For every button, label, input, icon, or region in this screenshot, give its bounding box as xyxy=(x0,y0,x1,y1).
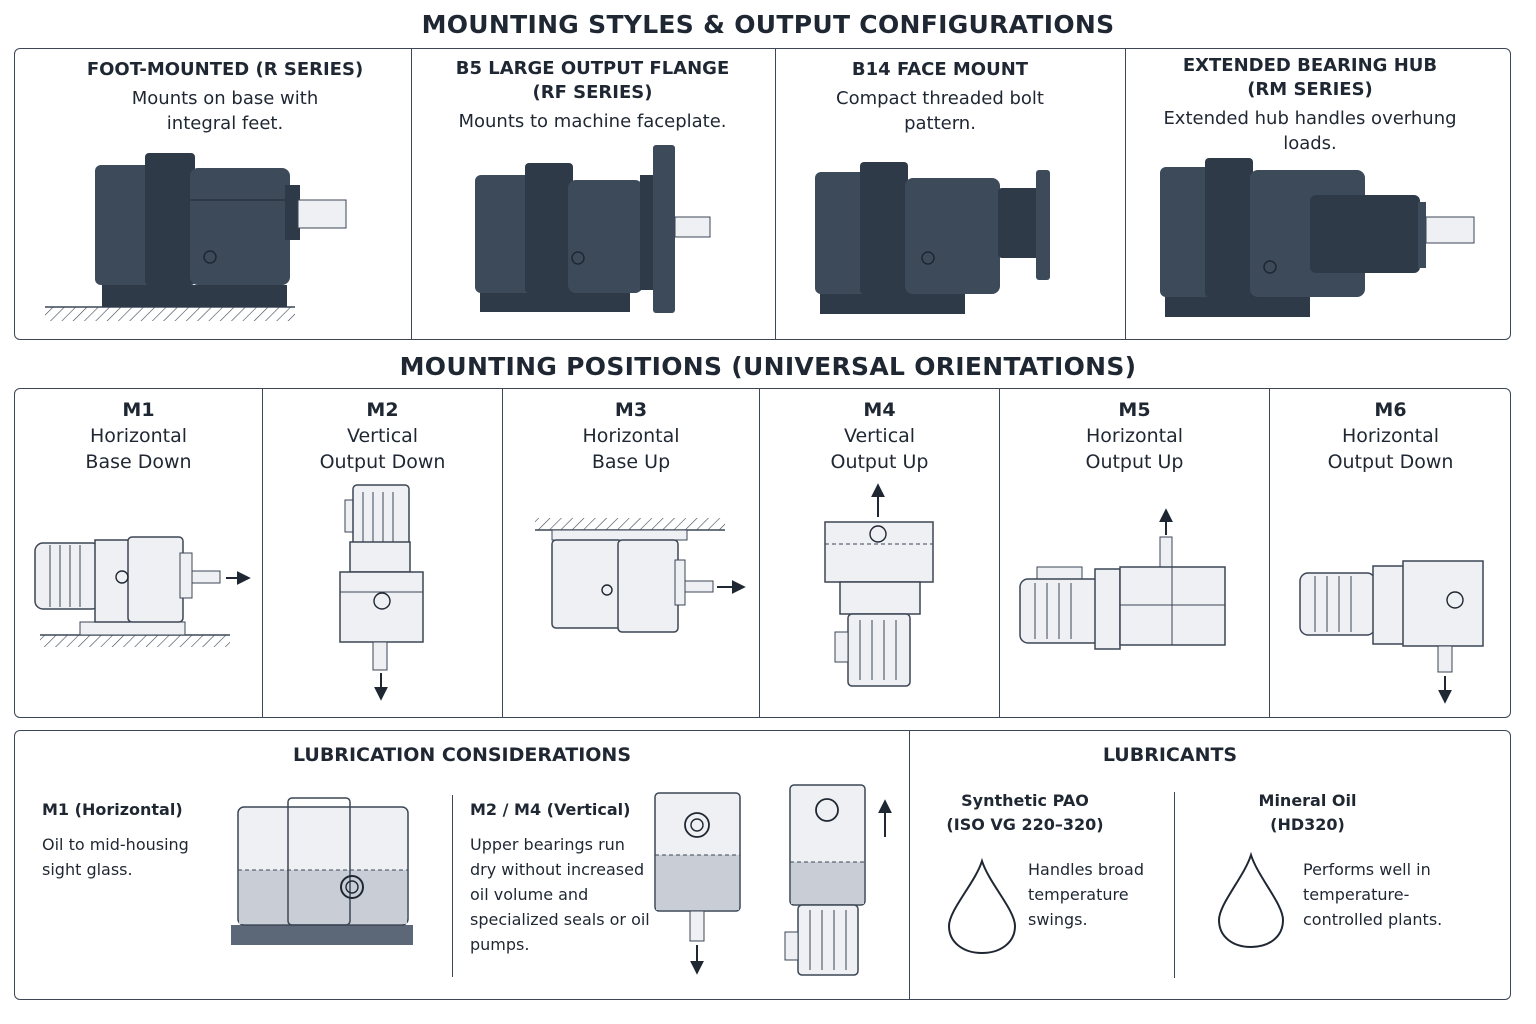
style-heading: FOOT-MOUNTED (R SERIES) xyxy=(86,59,364,80)
oil-drop-icon xyxy=(1217,851,1285,949)
position-line1: Horizontal xyxy=(582,425,680,447)
mounting-positions-panel xyxy=(14,388,1511,718)
style-heading: EXTENDED BEARING HUB (RM SERIES) xyxy=(1182,55,1438,100)
divider xyxy=(999,389,1000,717)
position-line2: Output Down xyxy=(1327,451,1454,473)
style-description: Mounts on base with integral feet. xyxy=(131,88,319,134)
position-code: M4 xyxy=(863,399,896,421)
position-line1: Horizontal xyxy=(1341,425,1439,447)
m4-illustration xyxy=(824,483,934,687)
m6-illustration xyxy=(1299,560,1484,704)
style-description: Mounts to machine faceplate. xyxy=(458,111,727,132)
m24-lubrication-heading: M2 / M4 (Vertical) xyxy=(470,800,631,819)
position-m3: M3 Horizontal Base Up xyxy=(503,397,759,475)
style-description: Extended hub handles overhung loads. xyxy=(1163,108,1457,154)
lubricant-text: Handles broad temperature swings. xyxy=(1028,860,1144,929)
mounting-positions-title: MOUNTING POSITIONS (UNIVERSAL ORIENTATIO… xyxy=(399,352,1137,381)
position-code: M1 xyxy=(122,399,155,421)
lubricant-text: Performs well in temperature-controlled … xyxy=(1303,860,1443,929)
lubricant-name: Synthetic PAO xyxy=(961,791,1089,810)
oil-drop-icon xyxy=(947,857,1017,955)
extended-hub-gearbox-illustration xyxy=(1160,158,1475,317)
foot-mounted-gearbox-illustration xyxy=(45,153,347,321)
b5-flange-gearbox-illustration xyxy=(475,145,711,313)
m3-illustration xyxy=(535,518,746,633)
m2-illustration xyxy=(339,484,424,701)
position-m5: M5 Horizontal Output Up xyxy=(1000,397,1269,475)
position-line2: Output Up xyxy=(1085,451,1184,473)
style-heading: B5 LARGE OUTPUT FLANGE (RF SERIES) xyxy=(455,58,730,103)
lubrication-panel xyxy=(14,730,1511,1000)
position-code: M6 xyxy=(1374,399,1407,421)
divider xyxy=(1269,389,1270,717)
position-m2: M2 Vertical Output Down xyxy=(263,397,502,475)
m2-oil-level-illustration xyxy=(654,792,741,975)
position-line2: Base Down xyxy=(85,451,192,473)
m1-illustration xyxy=(34,536,251,647)
position-code: M2 xyxy=(366,399,399,421)
position-line1: Horizontal xyxy=(1085,425,1183,447)
m24-lubrication-text: Upper bearings run dry without increased… xyxy=(470,835,650,954)
mounting-styles-panel xyxy=(14,48,1511,340)
divider xyxy=(775,49,776,339)
m1-lubrication-text: Oil to mid-housing sight glass. xyxy=(42,835,189,879)
lubricants-title: LUBRICANTS xyxy=(1102,744,1238,766)
style-b14-face: B14 FACE MOUNT Compact threaded bolt pat… xyxy=(790,58,1090,136)
position-code: M3 xyxy=(614,399,648,421)
divider xyxy=(1125,49,1126,339)
position-line1: Horizontal xyxy=(89,425,187,447)
position-code: M5 xyxy=(1118,399,1151,421)
position-m1: M1 Horizontal Base Down xyxy=(15,397,262,475)
position-line1: Vertical xyxy=(346,425,419,447)
position-line2: Output Up xyxy=(830,451,929,473)
lubricant-name: Mineral Oil xyxy=(1258,791,1357,810)
m1-oil-level-illustration xyxy=(231,797,413,945)
style-description: Compact threaded bolt pattern. xyxy=(836,88,1044,134)
divider xyxy=(502,389,503,717)
b14-face-gearbox-illustration xyxy=(815,162,1050,314)
divider xyxy=(411,49,412,339)
divider xyxy=(909,731,910,999)
lubricant-spec: (HD320) xyxy=(1270,815,1345,834)
style-foot-mounted: FOOT-MOUNTED (R SERIES) Mounts on base w… xyxy=(60,58,390,136)
style-extended-hub: EXTENDED BEARING HUB (RM SERIES) Extende… xyxy=(1140,54,1480,156)
lubricant-spec: (ISO VG 220–320) xyxy=(946,815,1104,834)
divider xyxy=(452,795,453,977)
position-m6: M6 Horizontal Output Down xyxy=(1270,397,1511,475)
style-b5-flange: B5 LARGE OUTPUT FLANGE (RF SERIES) Mount… xyxy=(430,57,755,134)
position-line2: Output Down xyxy=(319,451,446,473)
mounting-styles-title: MOUNTING STYLES & OUTPUT CONFIGURATIONS xyxy=(421,10,1115,39)
position-line1: Vertical xyxy=(843,425,916,447)
position-line2: Base Up xyxy=(591,451,671,473)
lubrication-title: LUBRICATION CONSIDERATIONS xyxy=(292,744,632,766)
m4-oil-level-illustration xyxy=(784,784,892,976)
m5-illustration xyxy=(1019,508,1226,650)
divider xyxy=(1174,792,1175,978)
style-heading: B14 FACE MOUNT xyxy=(851,59,1029,80)
position-m4: M4 Vertical Output Up xyxy=(760,397,999,475)
divider xyxy=(262,389,263,717)
m1-lubrication-heading: M1 (Horizontal) xyxy=(42,800,183,819)
divider xyxy=(759,389,760,717)
